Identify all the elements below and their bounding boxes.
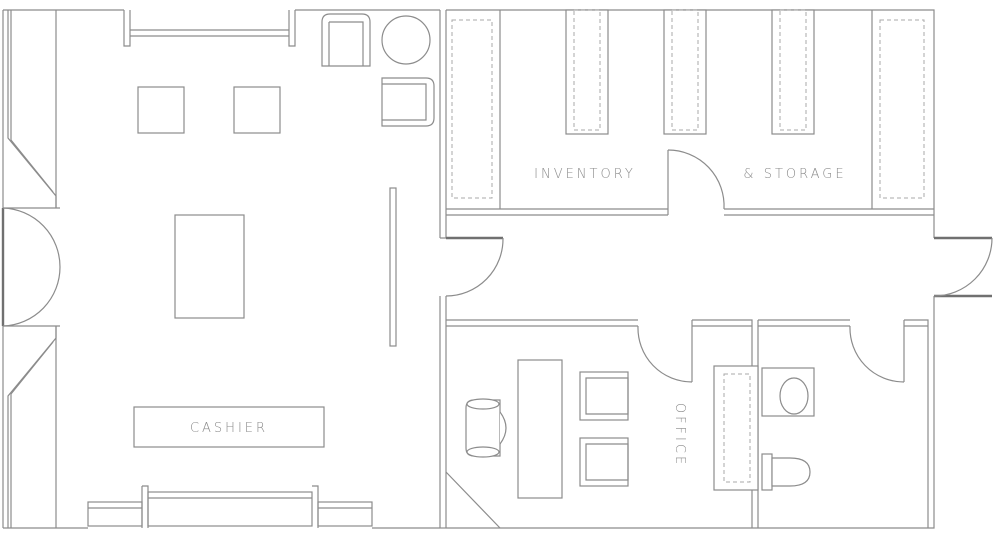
office-room: OFFICE bbox=[445, 319, 929, 529]
round-table bbox=[381, 15, 431, 65]
armchair-top bbox=[321, 13, 371, 67]
hallway-door-east bbox=[933, 236, 993, 298]
inventory-label: INVENTORY bbox=[534, 167, 636, 182]
office-label: OFFICE bbox=[672, 403, 687, 467]
outer-walls bbox=[2, 9, 935, 529]
display-table-2 bbox=[233, 86, 281, 134]
armchair-side bbox=[381, 77, 435, 127]
hallway-door-west bbox=[440, 236, 504, 297]
display-table-1 bbox=[137, 86, 185, 134]
sink bbox=[761, 367, 815, 417]
entrance-double-door bbox=[1, 207, 61, 327]
storage-label: & STORAGE bbox=[743, 167, 846, 182]
left-window-wall bbox=[3, 10, 296, 528]
restroom bbox=[761, 325, 905, 491]
center-display-table bbox=[174, 214, 245, 319]
bottom-window-wall bbox=[87, 485, 373, 528]
cashier-counter: CASHIER bbox=[133, 406, 325, 448]
cashier-label: CASHIER bbox=[190, 421, 268, 436]
display-shelf bbox=[389, 187, 397, 347]
inventory-storage-room: INVENTORY & STORAGE bbox=[446, 9, 934, 216]
toilet bbox=[761, 453, 811, 491]
